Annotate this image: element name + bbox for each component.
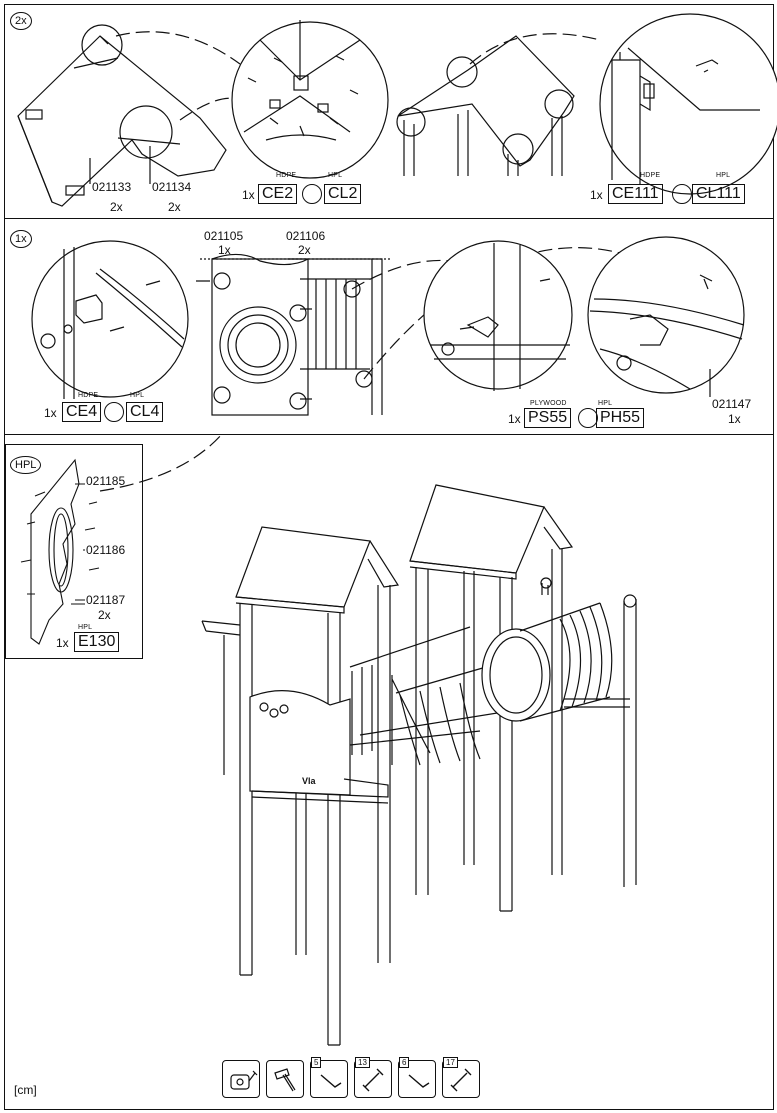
material-option: HDPE HPL 1x CE111 CL111 [590, 172, 770, 212]
material-option: PLYWOOD HPL 1x PS55 PH55 [508, 400, 658, 434]
part-code-box: CE2 [258, 184, 298, 204]
part-qty: 1x [728, 412, 741, 426]
tool-wrench-17: 17 [442, 1057, 480, 1098]
tool-size-badge: 13 [355, 1057, 370, 1068]
material-label: HPL [78, 624, 93, 631]
roof-drawing [17, 13, 777, 207]
either-or-icon [578, 408, 598, 428]
either-or-icon [672, 184, 692, 204]
unit-label: [cm] [14, 1083, 37, 1097]
material-label: HPL [130, 392, 145, 399]
part-code-box: PH55 [596, 408, 645, 428]
tool-size-badge: 17 [443, 1057, 458, 1068]
material-label: HPL [328, 172, 343, 179]
divider-2 [4, 434, 774, 435]
tape-measure-icon [230, 1070, 258, 1090]
option-qty: 1x [56, 636, 69, 650]
part-code-box: CE4 [62, 402, 102, 422]
option-qty: 1x [508, 412, 521, 426]
hex-key-icon [408, 1074, 430, 1088]
part-code: 021187 [86, 593, 126, 607]
part-code-box: CE111 [608, 184, 663, 204]
brand-mark: Vla [302, 776, 316, 786]
hex-key-icon [320, 1074, 342, 1088]
material-option: HPL 1x E130 [56, 624, 136, 656]
tool-row: 5 13 6 17 [222, 1057, 486, 1100]
either-or-icon [302, 184, 322, 204]
material-option: HDPE HPL 1x CE4 CL4 [44, 392, 174, 432]
part-code-box: E130 [74, 632, 120, 652]
material-label: HDPE [640, 172, 661, 179]
qty-badge: 2x [10, 12, 32, 30]
tool-hex-key-6: 6 [398, 1057, 436, 1098]
material-label: PLYWOOD [530, 400, 567, 407]
part-qty: 2x [298, 243, 311, 257]
tool-wrench-13: 13 [354, 1057, 392, 1098]
material-label: HDPE [78, 392, 99, 399]
tool-hex-key-5: 5 [310, 1057, 348, 1098]
wrench-icon [362, 1068, 384, 1092]
part-code-box: CL2 [324, 184, 362, 204]
part-code: 021106 [286, 229, 326, 243]
part-qty: 2x [98, 608, 111, 622]
part-qty: 2x [168, 200, 181, 214]
qty-badge: 1x [10, 230, 32, 248]
part-code-box: CL4 [126, 402, 164, 422]
option-qty: 1x [242, 188, 255, 202]
wrench-icon [450, 1068, 472, 1092]
material-label: HDPE [276, 172, 297, 179]
playground-assembly-drawing [99, 435, 637, 1046]
part-qty: 2x [110, 200, 123, 214]
part-code: 021134 [152, 180, 192, 194]
part-qty: 1x [218, 243, 231, 257]
material-badge: HPL [10, 456, 42, 474]
material-option: HDPE HPL 1x CE2 CL2 [242, 172, 372, 212]
option-qty: 1x [590, 188, 603, 202]
part-code-box: PS55 [524, 408, 572, 428]
hammer-icon [274, 1068, 296, 1092]
material-label: HPL [598, 400, 613, 407]
tool-tape-measure [222, 1060, 260, 1098]
part-code: 021133 [92, 180, 132, 194]
tool-hammer [266, 1060, 304, 1098]
option-qty: 1x [44, 406, 57, 420]
material-label: HPL [716, 172, 731, 179]
part-code: 021185 [86, 474, 126, 488]
tool-size-badge: 5 [311, 1057, 322, 1068]
divider-1 [4, 218, 774, 219]
page-frame [4, 4, 774, 1110]
part-code: 021105 [204, 229, 244, 243]
part-code: 021147 [712, 397, 752, 411]
hpl-inset-frame [5, 444, 143, 659]
tool-size-badge: 6 [399, 1057, 410, 1068]
part-code: 021186 [86, 543, 126, 557]
part-code-box: CL111 [692, 184, 745, 204]
wall-drawing [31, 236, 745, 416]
hpl-drawing [20, 458, 100, 645]
either-or-icon [104, 402, 124, 422]
